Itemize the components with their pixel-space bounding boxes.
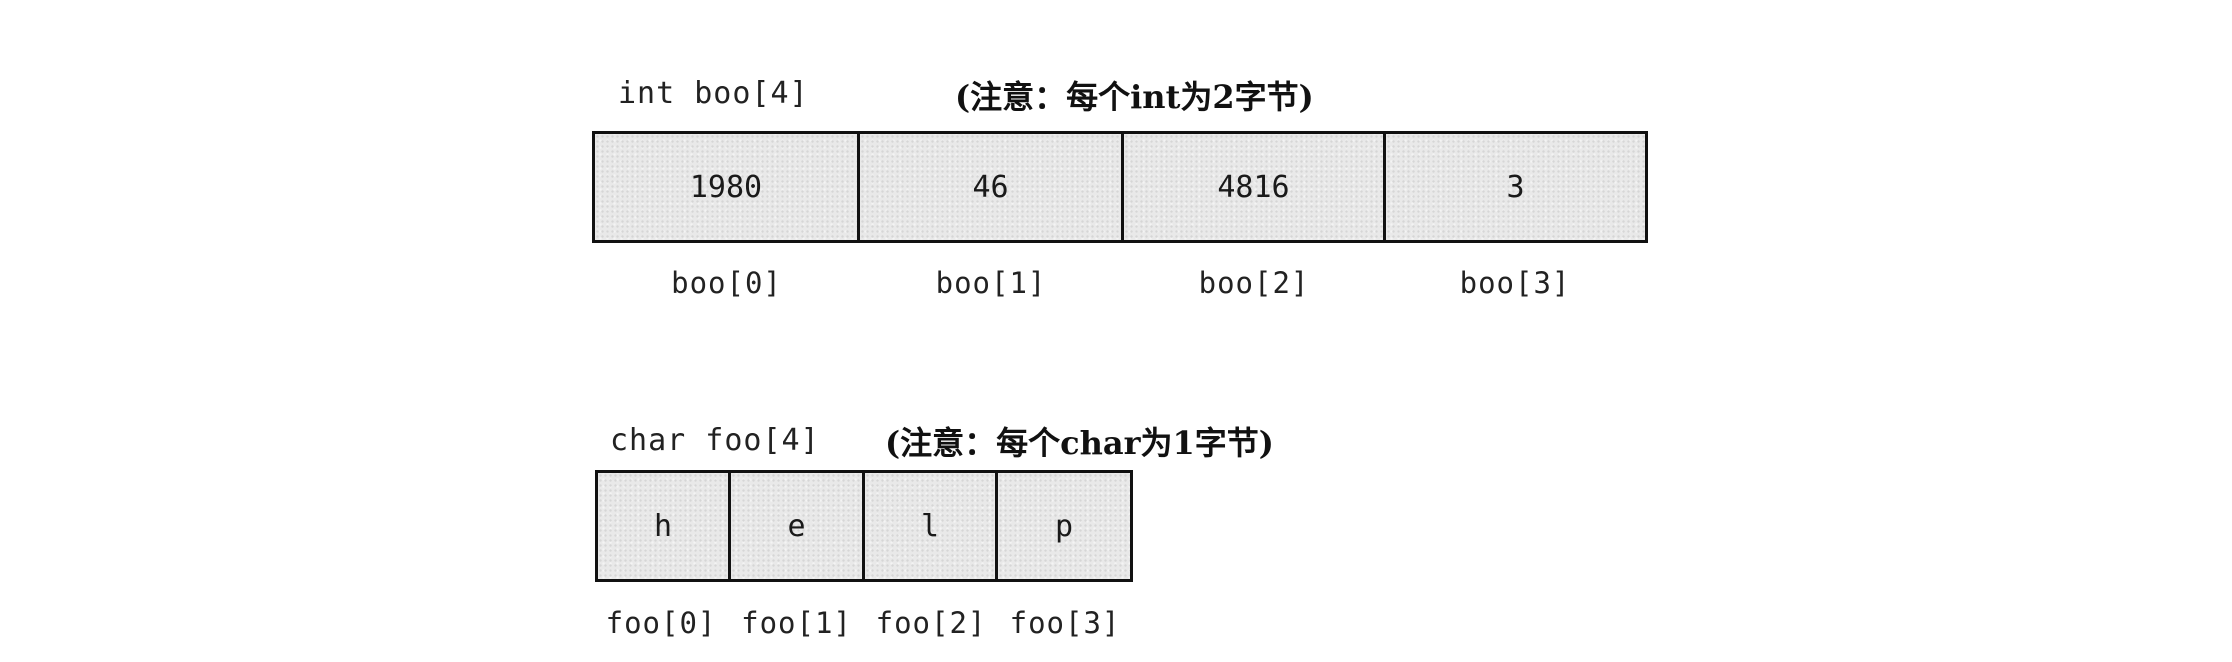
char-array-cell-3: p	[998, 473, 1130, 579]
int-array-index-1: boo[1]	[935, 266, 1047, 300]
char-array-index-0: foo[0]	[605, 606, 717, 640]
char-array-index-2: foo[2]	[875, 606, 987, 640]
char-array-declaration: char foo[4]	[610, 423, 820, 458]
char-array-boxes: h e l p	[595, 470, 1133, 582]
char-array-index-3: foo[3]	[1009, 606, 1121, 640]
char-array-cell-0: h	[598, 473, 731, 579]
int-array-cell-2: 4816	[1124, 134, 1386, 240]
int-array-note: (注意：每个int为2字节)	[955, 78, 1314, 116]
char-array-cell-2: l	[865, 473, 998, 579]
int-array-cell-1: 46	[860, 134, 1124, 240]
char-array-index-1: foo[1]	[741, 606, 852, 640]
int-array-cell-0: 1980	[595, 134, 860, 240]
char-array-note: (注意：每个char为1字节)	[885, 424, 1274, 462]
int-array-index-0: boo[0]	[671, 266, 782, 300]
int-array-index-3: boo[3]	[1459, 266, 1571, 300]
char-array-cell-1: e	[731, 473, 865, 579]
int-array-declaration: int boo[4]	[618, 76, 809, 111]
int-array-index-2: boo[2]	[1198, 266, 1310, 300]
int-array-cell-3: 3	[1386, 134, 1645, 240]
int-array-boxes: 1980 46 4816 3	[592, 131, 1648, 243]
